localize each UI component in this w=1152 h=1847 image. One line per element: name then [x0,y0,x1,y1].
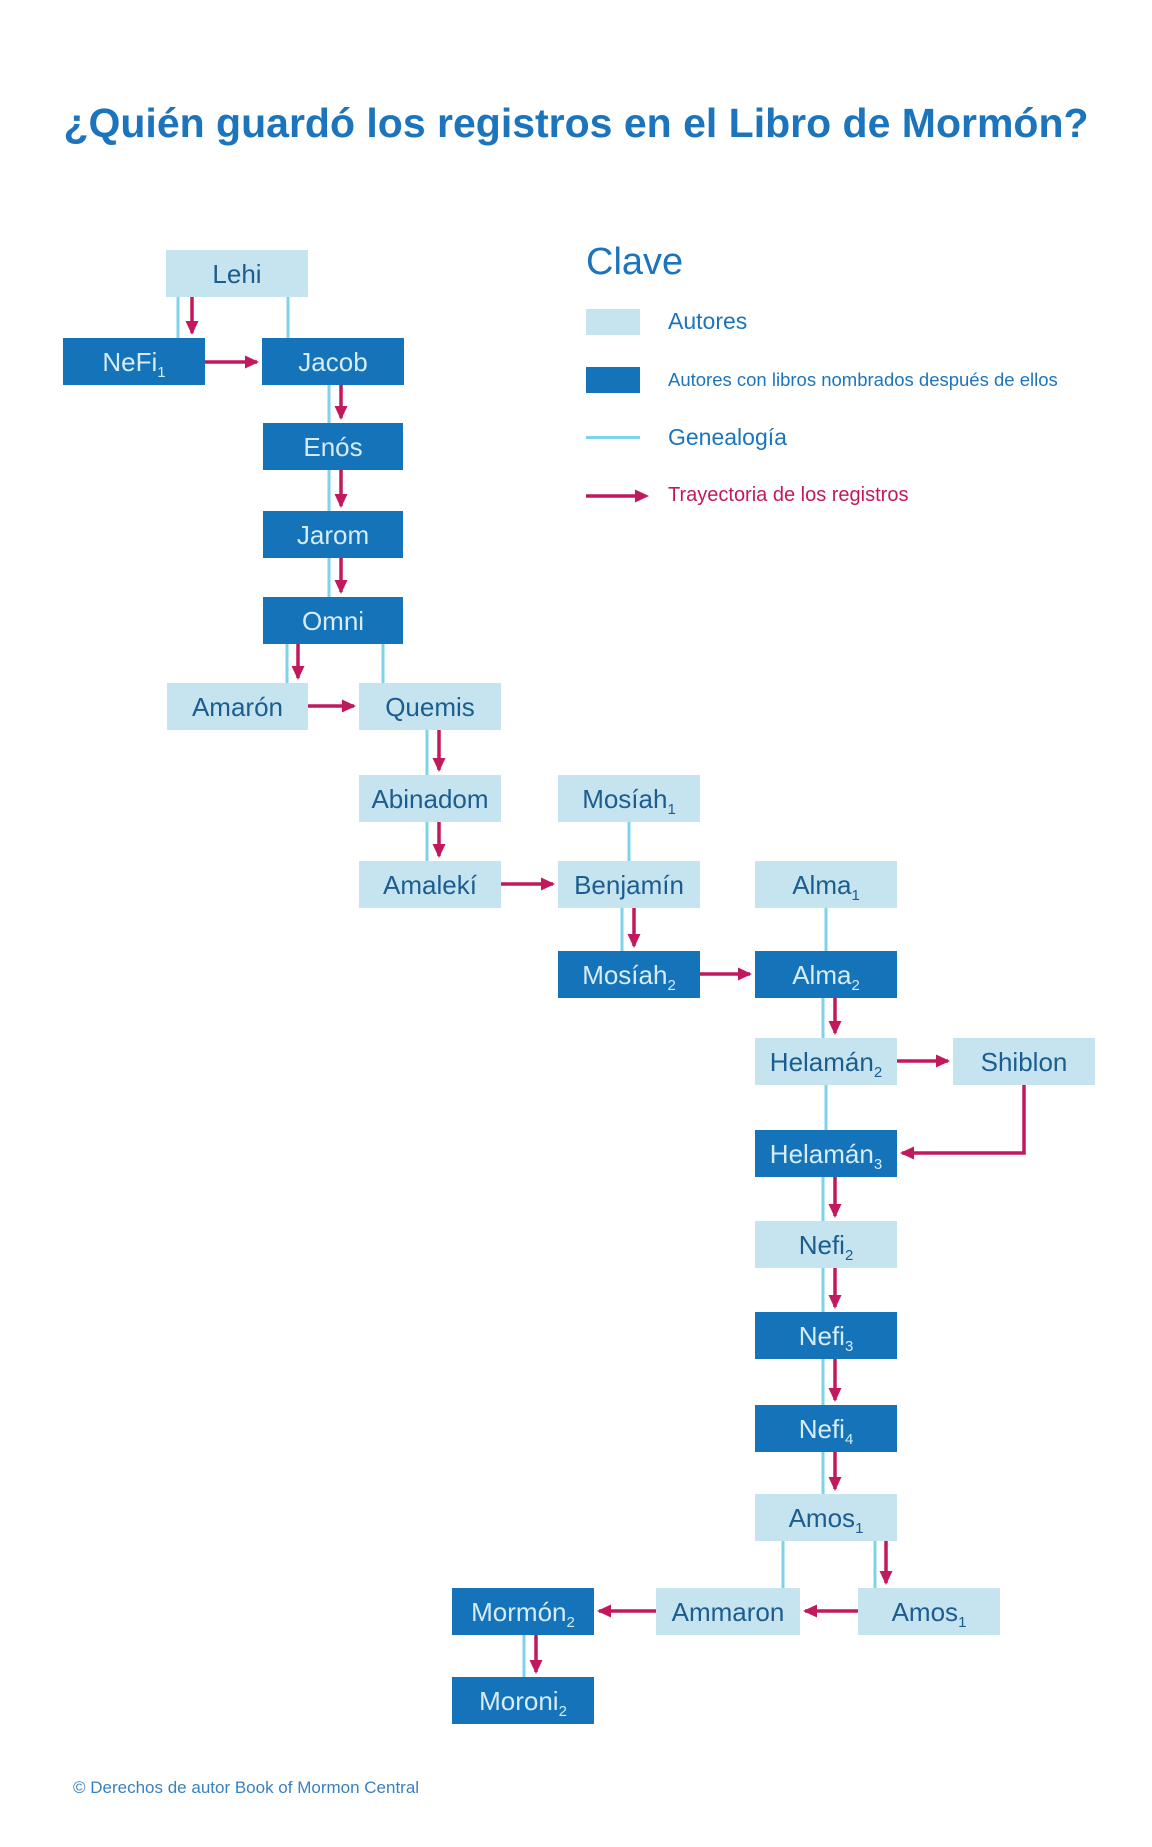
copyright-text: © Derechos de autor Book of Mormon Centr… [73,1778,420,1797]
node-lehi: Lehi [166,250,308,297]
node-nefi3: Nefi3 [755,1312,897,1359]
legend-item-label: Trayectoria de los registros [668,484,909,507]
legend-item-label: Genealogía [668,424,787,451]
author-box-swatch [586,308,640,335]
legend-item-label: Autores [668,308,748,335]
node-nefi4: Nefi4 [755,1405,897,1452]
legend-item-authors: Autores [586,308,1146,336]
edge-records-shiblon-helaman3 [900,1085,1026,1160]
node-nefi2: Nefi2 [755,1221,897,1268]
legend: Clave Autores Autores con libros nombrad… [586,241,1146,540]
node-helaman2: Helamán2 [755,1038,897,1085]
node-moroni2: Moroni2 [452,1677,594,1724]
legend-item-genealogy: Genealogía [586,424,1146,452]
legend-title: Clave [586,241,684,283]
node-amos1b: Amos1 [858,1588,1000,1635]
node-amos1: Amos1 [755,1494,897,1541]
node-mormon2: Mormón2 [452,1588,594,1635]
node-alma1: Alma1 [755,861,897,908]
node-jacob: Jacob [262,338,404,385]
page-title: ¿Quién guardó los registros en el Libro … [63,100,1089,146]
node-helaman3: Helamán3 [755,1130,897,1177]
node-nefi1: NeFi1 [63,338,205,385]
node-amaleki: Amalekí [359,861,501,908]
node-jarom: Jarom [263,511,403,558]
node-amaron: Amarón [167,683,308,730]
node-mosiah2: Mosíah2 [558,951,700,998]
node-benjamin: Benjamín [558,861,700,908]
node-shiblon: Shiblon [953,1038,1095,1085]
node-quemis: Quemis [359,683,501,730]
records-arrow-icon [586,489,649,503]
legend-item-named-authors: Autores con libros nombrados después de … [586,366,1146,394]
node-ammaron: Ammaron [656,1588,800,1635]
genealogy-line-sample [586,436,640,440]
node-alma2: Alma2 [755,951,897,998]
node-omni: Omni [263,597,403,644]
node-abinadom: Abinadom [359,775,501,822]
legend-item-records: Trayectoria de los registros [586,482,1146,510]
node-mosiah1: Mosíah1 [558,775,700,822]
legend-item-label: Autores con libros nombrados después de … [668,368,1058,390]
node-enos: Enós [263,423,403,470]
named-author-box-swatch [586,366,640,393]
